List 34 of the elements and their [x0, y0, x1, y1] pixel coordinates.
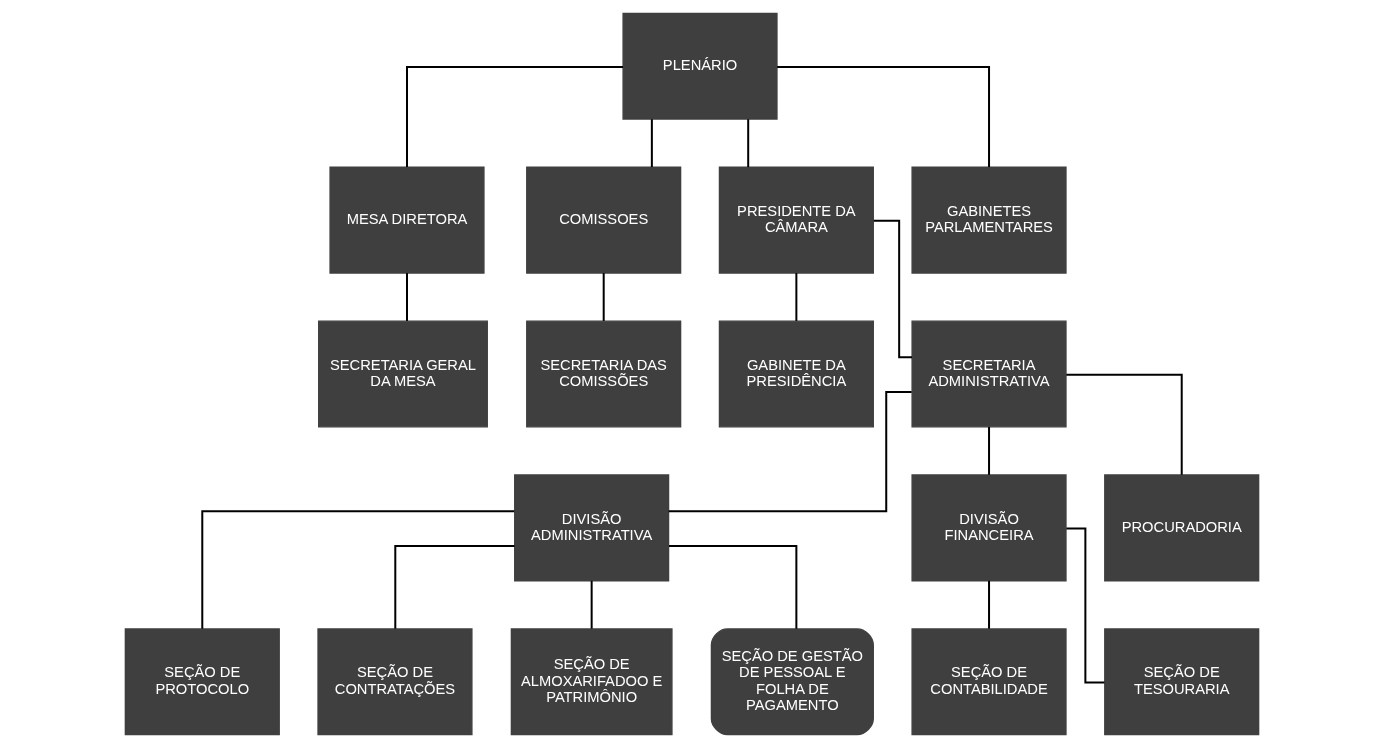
node-box: SEÇÃO DE CONTRATAÇÕES	[317, 628, 473, 736]
connector	[747, 119, 750, 168]
node-box: SEÇÃO DE TESOURARIA	[1104, 628, 1260, 736]
node-box: SEÇÃO DE CONTABILIDADE	[911, 628, 1067, 736]
connector	[988, 426, 991, 475]
connector	[988, 580, 991, 629]
connector	[650, 119, 653, 168]
node-box: SECRETARIA GERAL DA MESA	[318, 320, 488, 428]
connector	[394, 544, 515, 629]
node-box: PLENÁRIO	[622, 12, 778, 120]
node-box: MESA DIRETORA	[329, 166, 485, 274]
connector	[406, 65, 624, 167]
connector	[406, 273, 408, 321]
connector	[590, 580, 593, 629]
node-box: SEÇÃO DE ALMOXARIFADOO E PATRIMÔNIO	[510, 628, 673, 736]
node-box: DIVISÃO FINANCEIRA	[911, 474, 1067, 582]
node-box: GABINETE DA PRESIDÊNCIA	[718, 320, 874, 428]
node-box: SEÇÃO DE PROTOCOLO	[124, 628, 280, 736]
node-box: SECRETARIA ADMINISTRATIVA	[911, 320, 1067, 428]
connector	[669, 544, 798, 629]
node-box: COMISSOES	[526, 166, 682, 274]
connector	[777, 65, 991, 167]
node-box: DIVISÃO ADMINISTRATIVA	[514, 474, 670, 582]
node-box: SEÇÃO DE GESTÃO DE PESSOAL E FOLHA DE PAGAMENTO	[710, 628, 874, 736]
connector	[602, 273, 605, 321]
connector	[668, 391, 912, 513]
connector	[1066, 373, 1183, 475]
node-box: PROCURADORIA	[1104, 474, 1260, 582]
connector	[873, 219, 913, 359]
node-box: GABINETES PARLAMENTARES	[911, 166, 1067, 274]
node-box: PRESIDENTE DA CÂMARA	[718, 166, 874, 274]
node-box: SECRETARIA DAS COMISSÕES	[526, 320, 682, 428]
connector	[795, 273, 798, 321]
connector	[201, 510, 515, 629]
